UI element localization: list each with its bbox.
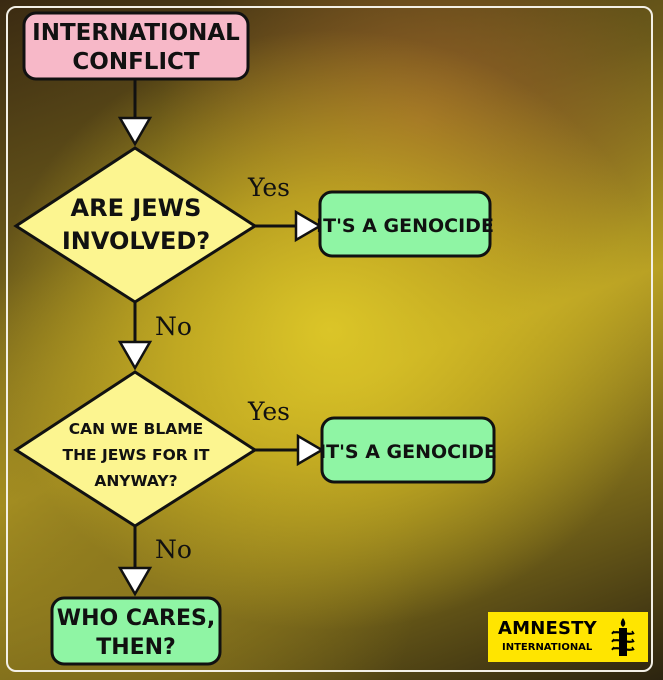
arrowhead-right-1 [294,209,323,243]
frame-border [6,6,653,672]
candle-barbed-wire-icon [611,618,635,656]
decision-2-line3: ANYWAY? [94,472,177,490]
logo-subtitle: INTERNATIONAL [502,642,593,653]
amnesty-logo: AMNESTY INTERNATIONAL [488,612,648,662]
edge-label-q1-no: No [155,312,192,341]
decision-2-line2: THE JEWS FOR IT [63,446,210,464]
logo-name: AMNESTY [498,618,597,639]
decision-1-line1: ARE JEWS [71,194,202,222]
yes-node-2-label: IT'S A GENOCIDE [319,441,497,463]
start-node [22,11,250,81]
edge-label-q2-no: No [155,535,192,564]
decision-node-1 [13,146,258,304]
start-node-line2: CONFLICT [72,49,199,75]
edge-label-q2-yes: Yes [247,397,290,426]
arrowhead-right-2 [296,433,325,467]
decision-node-2 [13,370,258,528]
decision-1-line2: INVOLVED? [62,227,210,255]
arrowhead-down-3 [117,566,153,597]
yes-node-2 [320,416,496,484]
end-node-line2: THEN? [96,635,176,660]
yes-node-1 [318,190,492,258]
start-node-line1: INTERNATIONAL [32,20,240,46]
arrowhead-down-1 [117,116,153,147]
decision-2-line1: CAN WE BLAME [69,420,204,438]
end-node [50,596,222,666]
yes-node-1-label: IT'S A GENOCIDE [316,215,494,237]
arrowhead-down-2 [117,340,153,371]
end-node-line1: WHO CARES, [57,606,215,631]
edge-label-q1-yes: Yes [247,173,290,202]
